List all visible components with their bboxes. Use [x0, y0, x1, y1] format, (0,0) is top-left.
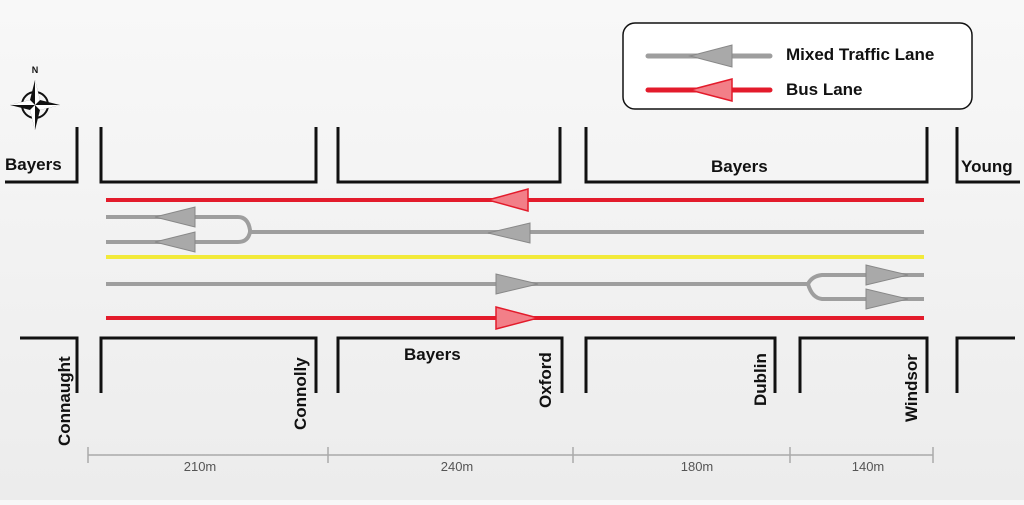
segment-length-2: 240m [441, 459, 474, 474]
street-label-bayers-top: Bayers [711, 157, 768, 176]
curb-bottom-right [955, 336, 1015, 393]
mixed-traffic-eastbound [106, 264, 924, 310]
segment-length-4: 140m [852, 459, 885, 474]
street-label-bayers-bottom: Bayers [404, 345, 461, 364]
street-label-connolly: Connolly [291, 357, 310, 430]
legend-mixed-traffic-swatch [645, 44, 773, 68]
curb-bottom-block-3 [584, 336, 777, 393]
arrow-west-icon [487, 222, 531, 244]
legend-mixed-traffic-label: Mixed Traffic Lane [786, 45, 934, 64]
bus-lane-eastbound [106, 306, 924, 330]
distance-scale: 210m 240m 180m 140m [87, 447, 934, 474]
legend: Mixed Traffic Lane Bus Lane [622, 22, 973, 110]
arrow-east-icon [495, 306, 541, 330]
curb-top-block-3 [584, 127, 929, 184]
street-label-oxford: Oxford [536, 352, 555, 408]
curb-bottom-block-1 [99, 336, 318, 393]
curb-bottom-left [20, 336, 79, 393]
legend-bus-swatch [645, 78, 773, 102]
street-label-bayers-left: Bayers [5, 155, 62, 174]
compass-north-label: N [32, 65, 39, 75]
street-label-connaught: Connaught [55, 356, 74, 446]
bus-lane-westbound [106, 188, 924, 212]
segment-length-1: 210m [184, 459, 217, 474]
curb-top-block-1 [99, 127, 318, 184]
arrow-west-icon [154, 206, 196, 228]
arrow-west-icon [154, 231, 196, 253]
arrow-west-icon [485, 188, 529, 212]
top-curbs [5, 127, 1020, 184]
compass-icon: N [10, 65, 60, 130]
bottom-curbs [20, 336, 1015, 393]
curb-top-block-2 [336, 127, 562, 184]
street-label-windsor: Windsor [902, 354, 921, 422]
legend-bus-label: Bus Lane [786, 80, 863, 99]
segment-length-3: 180m [681, 459, 714, 474]
curb-bottom-block-2 [336, 336, 564, 393]
mixed-traffic-westbound [106, 206, 924, 253]
curb-top-left [5, 127, 79, 184]
curb-top-right [955, 127, 1020, 184]
lanes [106, 188, 924, 330]
arrow-east-icon [495, 273, 539, 295]
arrow-east-icon [865, 264, 909, 286]
street-label-young: Young [961, 157, 1013, 176]
curb-bottom-block-4 [798, 336, 929, 393]
arrow-east-icon [865, 288, 909, 310]
street-label-dublin: Dublin [751, 353, 770, 406]
